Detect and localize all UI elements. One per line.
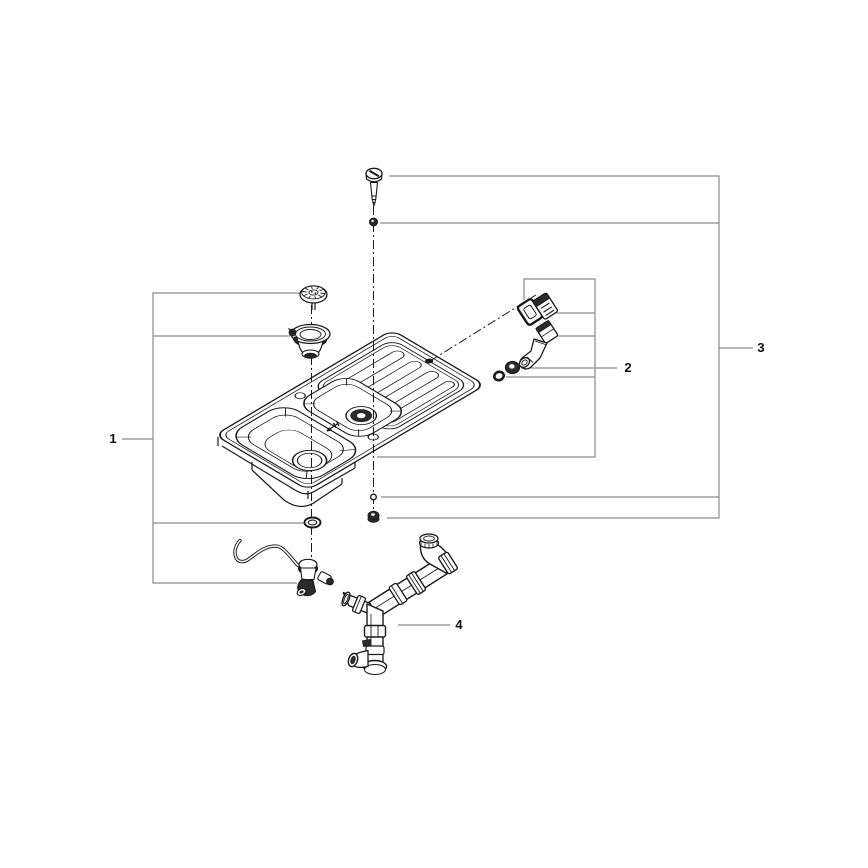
pipe-open-end-bottom xyxy=(347,652,359,668)
pipe-coupling xyxy=(351,594,367,615)
mounting-screw xyxy=(365,167,383,207)
sink-underside xyxy=(217,437,356,508)
drain-pipe-assembly xyxy=(341,533,458,676)
pipe-coupling xyxy=(405,571,427,595)
screw-nut-top xyxy=(369,217,378,227)
pipe-inlet-flange xyxy=(418,533,440,549)
basket-strainer xyxy=(288,323,331,359)
callout-label-3: 3 xyxy=(757,340,765,355)
pipe-clip xyxy=(361,638,372,648)
overflow-elbow xyxy=(518,338,548,370)
overflow-nut xyxy=(504,360,521,375)
sink-small-bowl xyxy=(303,378,403,437)
callout-bracket-2 xyxy=(377,278,617,458)
sink-top xyxy=(219,332,481,488)
drain-valve xyxy=(296,558,334,597)
callout-bracket-3 xyxy=(380,175,753,519)
overflow-cover xyxy=(532,292,559,320)
strainer-cap xyxy=(299,285,328,310)
callout-label-1: 1 xyxy=(109,431,117,446)
callout-bracket-1 xyxy=(122,292,304,584)
callout-label-2: 2 xyxy=(624,360,632,375)
overflow-body xyxy=(535,319,559,344)
drain-washer xyxy=(303,516,322,529)
screw-nut-bottom xyxy=(367,510,380,523)
callout-label-4: 4 xyxy=(455,617,463,632)
rim-hole-bottom xyxy=(367,433,379,441)
flexible-hose xyxy=(233,538,306,572)
screw-tip-dot xyxy=(370,493,377,501)
pipe-nut xyxy=(438,551,458,575)
sink-large-bowl xyxy=(235,407,357,480)
pipe-coupling xyxy=(363,624,387,656)
strainer-handle xyxy=(288,328,298,342)
overflow-assembly xyxy=(492,292,559,382)
pipe-coupling xyxy=(388,582,408,606)
pipe-open-end-left xyxy=(341,591,351,607)
rim-hole-top xyxy=(294,392,306,400)
flow-arrow xyxy=(326,420,340,432)
hose-and-valve xyxy=(233,538,334,597)
overflow-o-ring xyxy=(492,370,506,382)
